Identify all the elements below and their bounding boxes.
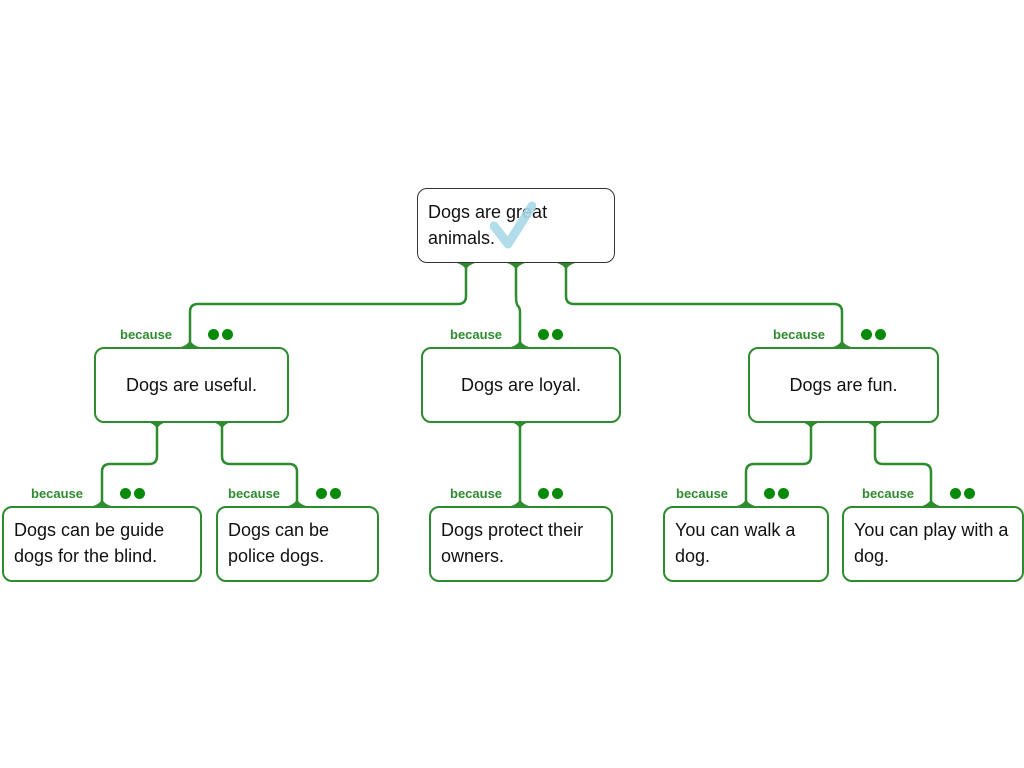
flare-into-useful — [181, 338, 199, 347]
because-label-walk: because — [676, 486, 729, 501]
reason-box-useful[interactable]: Dogs are useful. — [94, 347, 289, 423]
two-dots-icon — [861, 329, 886, 340]
connector-fun-play — [873, 422, 933, 506]
two-dots-icon — [538, 329, 563, 340]
because-label-play: because — [862, 486, 915, 501]
flare-into-fun — [833, 338, 851, 347]
reason-text-loyal: Dogs are loyal. — [460, 375, 582, 395]
flare-useful-left — [148, 422, 166, 431]
because-label-guide: because — [31, 486, 84, 501]
evidence-box-police[interactable]: Dogs can be police dogs. — [216, 506, 379, 582]
flare-useful-right — [213, 422, 231, 431]
connector-root-useful — [188, 263, 468, 347]
two-dots-icon — [764, 488, 789, 499]
evidence-box-play[interactable]: You can play with a dog. — [842, 506, 1024, 582]
two-dots-icon — [120, 488, 145, 499]
evidence-text-walk: You can walk a dog. — [675, 520, 796, 566]
because-label-useful: because — [120, 327, 173, 342]
checkmark-icon — [490, 201, 536, 249]
evidence-text-protect: Dogs protect their owners. — [441, 520, 584, 566]
because-label-police: because — [228, 486, 281, 501]
flare-root-mid — [507, 263, 525, 272]
because-label-loyal: because — [450, 327, 503, 342]
flare-into-play — [922, 497, 940, 506]
flare-root-right — [557, 263, 575, 272]
flare-into-protect — [511, 497, 529, 506]
two-dots-icon — [950, 488, 975, 499]
flare-loyal — [511, 422, 529, 431]
two-dots-icon — [316, 488, 341, 499]
because-label-fun: because — [773, 327, 826, 342]
flare-into-guide — [93, 497, 111, 506]
evidence-text-guide: Dogs can be guide dogs for the blind. — [14, 520, 165, 566]
flare-into-walk — [737, 497, 755, 506]
evidence-box-walk[interactable]: You can walk a dog. — [663, 506, 829, 582]
root-claim-text: Dogs are great animals. — [428, 202, 548, 248]
connector-useful-guide — [100, 422, 159, 506]
evidence-box-guide[interactable]: Dogs can be guide dogs for the blind. — [2, 506, 202, 582]
because-label-protect: because — [450, 486, 503, 501]
flare-fun-left — [802, 422, 820, 431]
evidence-box-protect[interactable]: Dogs protect their owners. — [429, 506, 613, 582]
connector-useful-police — [220, 422, 299, 506]
reason-box-fun[interactable]: Dogs are fun. — [748, 347, 939, 423]
evidence-text-police: Dogs can be police dogs. — [228, 520, 330, 566]
reason-text-fun: Dogs are fun. — [789, 375, 898, 395]
connector-root-fun — [564, 263, 844, 347]
connector-root-loyal — [514, 263, 522, 347]
reason-box-loyal[interactable]: Dogs are loyal. — [421, 347, 621, 423]
flare-into-loyal — [511, 338, 529, 347]
two-dots-icon — [538, 488, 563, 499]
reason-text-useful: Dogs are useful. — [125, 375, 258, 395]
evidence-text-play: You can play with a dog. — [854, 520, 1009, 566]
connector-fun-walk — [744, 422, 813, 506]
flare-into-police — [288, 497, 306, 506]
two-dots-icon — [208, 329, 233, 340]
flare-fun-right — [866, 422, 884, 431]
flare-root-left — [457, 263, 475, 272]
